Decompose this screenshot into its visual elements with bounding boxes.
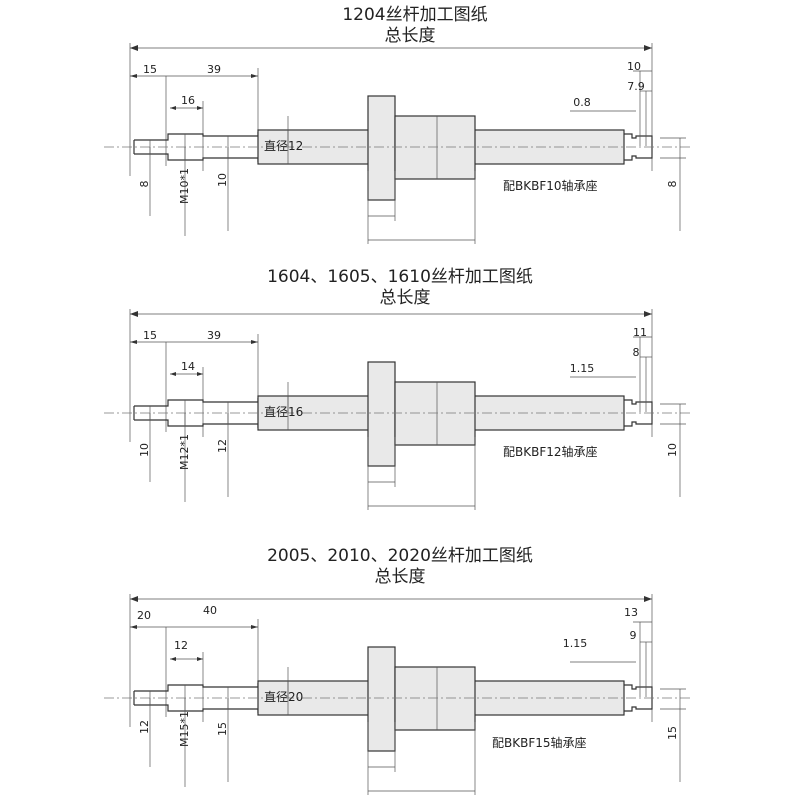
section-3-thread-span: 40 [203,604,217,617]
section-3-right-total: 13 [624,606,638,619]
section-2-title: 1604、1605、1610丝杆加工图纸 [267,267,533,287]
section-1-left-dia: 8 [138,181,151,188]
section-3-end-len: 20 [137,609,151,622]
section-2-screw-dia: 直径16 [264,405,303,419]
section-3-thread-len: 12 [174,639,188,652]
section-2-groove: 1.15 [570,362,595,375]
section-1-thread-span: 39 [207,63,221,76]
section-2-thread-len: 14 [181,360,195,373]
section-1-bearing-note: 配BKBF10轴承座 [503,178,598,193]
section-2-thread-spec: M12*1 [178,434,191,470]
section-3-right-dia: 15 [666,726,679,740]
section-2: 1604、1605、1610丝杆加工图纸 总长度 15 39 14 10 M12… [103,267,691,511]
section-2-left-dia: 10 [138,443,151,457]
section-2-subtitle: 总长度 [380,288,431,308]
section-1: 1204丝杆加工图纸 总长度 15 39 16 8 M10*1 10 直径12 … [103,5,691,245]
section-1-bearing-dia: 10 [216,173,229,187]
section-1-shaft [103,42,691,245]
section-1-right-total: 10 [627,60,641,73]
section-2-bearing-dia: 12 [216,439,229,453]
section-1-right-seat: 7.9 [627,80,645,93]
section-3-title: 2005、2010、2020丝杆加工图纸 [267,546,533,566]
section-2-thread-span: 39 [207,329,221,342]
section-1-right-dia: 8 [666,181,679,188]
section-3-subtitle: 总长度 [375,567,426,587]
section-3-bearing-note: 配BKBF15轴承座 [492,735,587,750]
section-3-left-dia: 12 [138,720,151,734]
section-1-thread-len: 16 [181,94,195,107]
section-2-right-total: 11 [633,326,647,339]
section-1-end-len: 15 [143,63,157,76]
section-2-right-seat: 8 [633,346,640,359]
section-1-thread-spec: M10*1 [178,168,191,204]
section-3: 2005、2010、2020丝杆加工图纸 总长度 20 40 12 12 M15… [103,546,691,796]
section-3-bearing-dia: 15 [216,722,229,736]
section-1-screw-dia: 直径12 [264,139,303,153]
section-2-shaft [103,308,691,511]
section-1-subtitle: 总长度 [385,26,436,46]
section-2-bearing-note: 配BKBF12轴承座 [503,444,598,459]
section-3-screw-dia: 直径20 [264,690,303,704]
section-2-right-dia: 10 [666,443,679,457]
section-1-title: 1204丝杆加工图纸 [342,5,487,25]
section-3-groove: 1.15 [563,637,588,650]
section-3-shaft [103,593,691,796]
section-2-end-len: 15 [143,329,157,342]
section-1-groove: 0.8 [573,96,591,109]
section-3-right-seat: 9 [630,629,637,642]
section-3-thread-spec: M15*1 [178,711,191,747]
